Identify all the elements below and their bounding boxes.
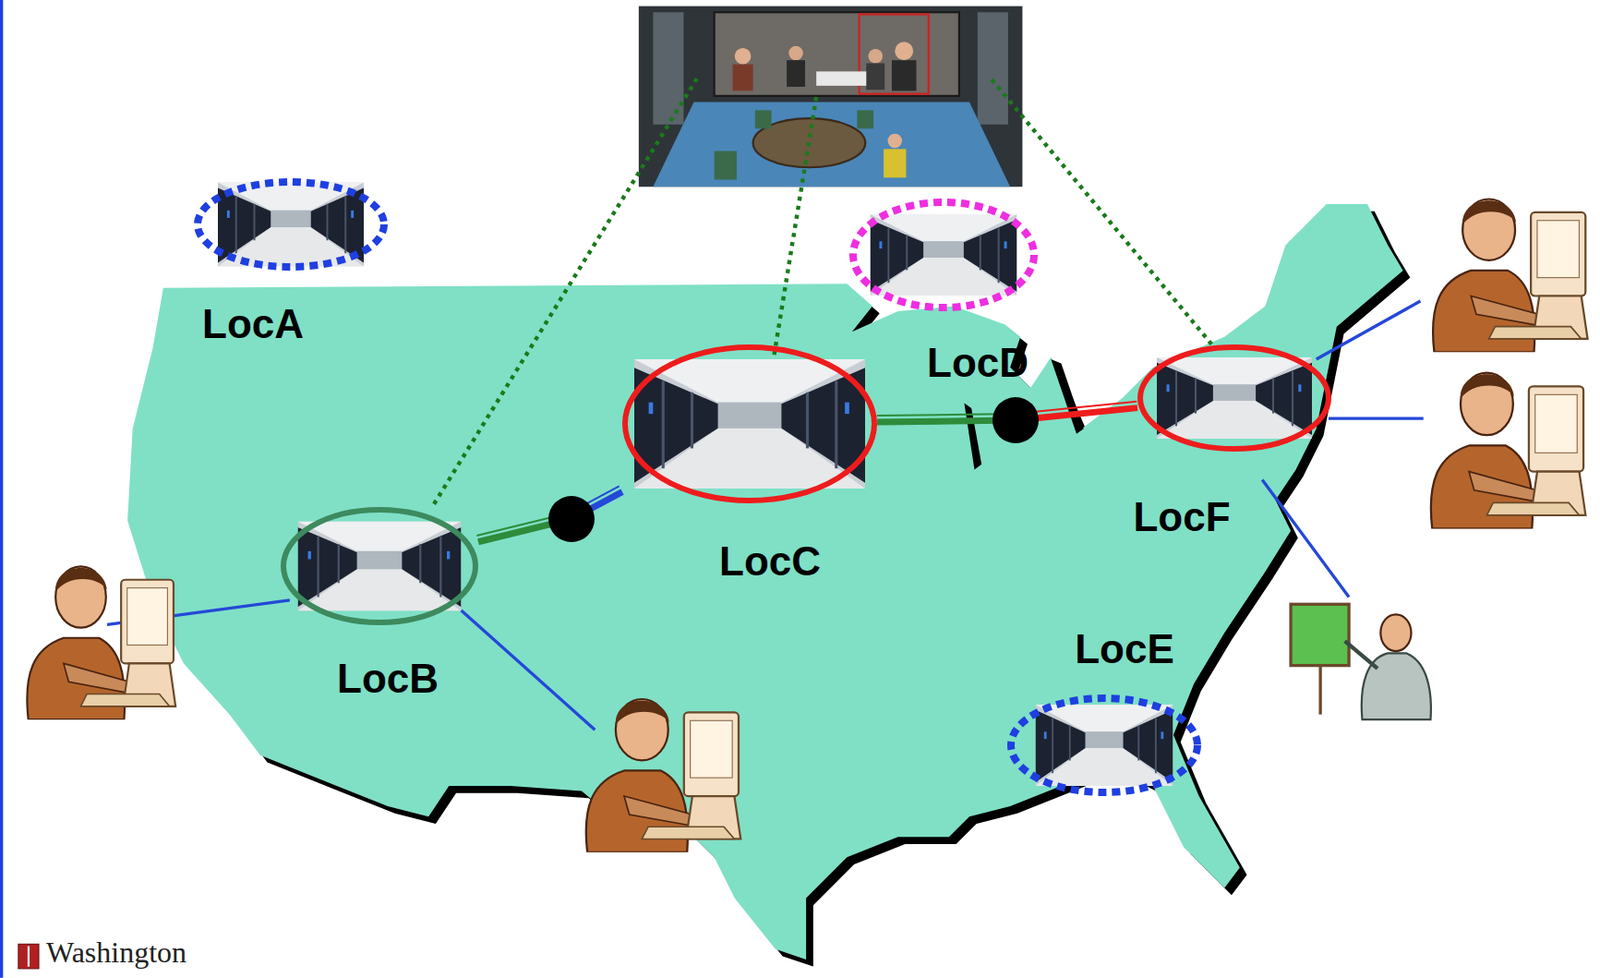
location-label: LocD [926, 340, 1029, 385]
video-person [868, 48, 883, 63]
lake-shadow [963, 403, 982, 470]
frame-line [0, 0, 3, 978]
datacenter-outline [849, 198, 1038, 312]
access-line [1328, 416, 1424, 420]
presentation-board [1290, 603, 1349, 665]
router-dot [992, 396, 1039, 444]
datacenter-outline [1007, 694, 1202, 796]
video-person [786, 60, 806, 87]
location-label: LocC [719, 539, 821, 584]
conference-link [991, 79, 1213, 345]
user-icon [1432, 199, 1588, 353]
video-table [816, 71, 867, 85]
user-icon [586, 698, 742, 853]
video-person [734, 48, 752, 65]
datacenter-ring [197, 181, 385, 267]
datacenter-ring [1010, 697, 1198, 793]
conference-link [773, 96, 817, 360]
room-panel [977, 12, 1009, 125]
conference-room [638, 6, 1023, 188]
access-line [461, 610, 596, 730]
location-label: LocB [336, 656, 439, 701]
datacenter-outline [1137, 344, 1332, 452]
university-crest [18, 943, 39, 969]
location-label: LocA [202, 301, 304, 347]
location-label: LocE [1074, 626, 1175, 672]
network-link [877, 396, 1138, 444]
board-stand [1318, 665, 1322, 715]
lake-shadow [1050, 359, 1083, 434]
datacenter-outline [622, 344, 878, 504]
datacenter-photo [1035, 704, 1174, 786]
datacenter-photo [870, 214, 1018, 296]
datacenter-photo [298, 521, 462, 612]
video-highlight [859, 13, 929, 94]
datacenter-node: LocA [193, 178, 388, 271]
access-line [1316, 300, 1421, 360]
datacenter-ring [625, 347, 875, 501]
room-panel [652, 12, 684, 125]
datacenter-node: LocC [622, 344, 878, 504]
datacenter-outline [280, 506, 479, 626]
datacenter-node: LocD [849, 198, 1038, 312]
network-link [476, 485, 623, 542]
router-dot [548, 495, 595, 542]
room-floor [652, 102, 1011, 188]
user-icon [1431, 372, 1587, 530]
video-wall [714, 12, 960, 97]
datacenter-photo [1156, 357, 1312, 439]
chair [856, 109, 874, 129]
datacenter-ring [853, 202, 1035, 308]
video-person [891, 60, 917, 91]
seated-person [883, 148, 906, 178]
datacenter-node: LocF [1137, 344, 1332, 452]
logo-text: Washington [46, 936, 187, 969]
presenter-head [1380, 613, 1411, 651]
video-person [733, 64, 754, 92]
user-icon [26, 565, 176, 720]
presenter-arm [1345, 640, 1378, 669]
datacenter-photo [634, 359, 866, 489]
chair [755, 109, 772, 129]
chair [714, 151, 737, 181]
datacenter-ring [1140, 347, 1329, 449]
seated-person [888, 133, 903, 148]
crest-mark [27, 946, 30, 967]
video-person [788, 46, 803, 61]
datacenter-photo [217, 182, 364, 267]
datacenter-ring [283, 509, 476, 623]
location-label: LocF [1132, 494, 1230, 540]
access-line [1262, 479, 1349, 597]
datacenter-node: LocE [1007, 694, 1202, 796]
datacenter-outline [193, 178, 388, 271]
video-person [866, 63, 885, 91]
datacenter-node: LocB [280, 506, 479, 626]
video-person [894, 41, 914, 61]
us-map [127, 204, 1404, 960]
